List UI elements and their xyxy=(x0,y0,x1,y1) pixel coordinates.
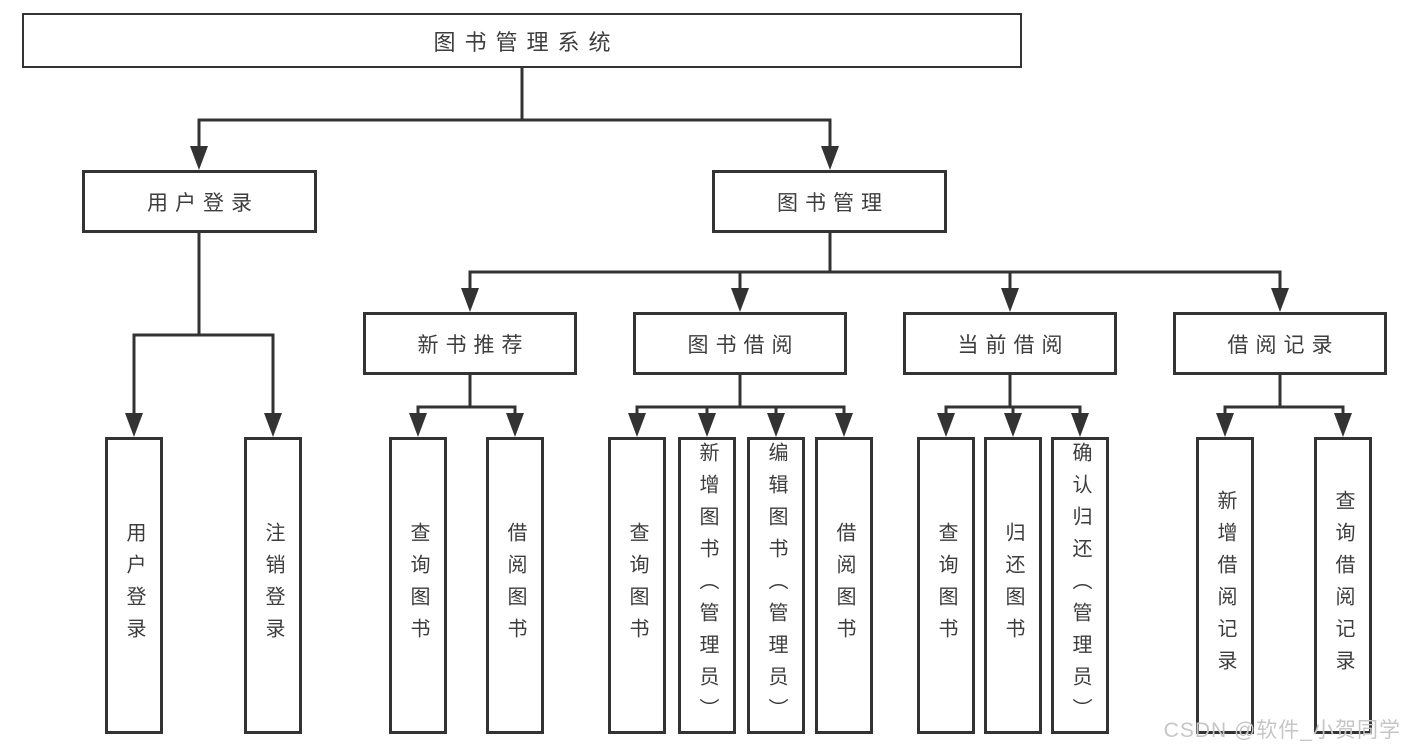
edge-userlogin-to-leaves xyxy=(132,231,275,419)
leaf-query-borrow-record-label: 查询借阅记录 xyxy=(1332,489,1354,682)
leaf-query-books-1-label: 查询图书 xyxy=(407,521,429,650)
node-current-borrowing: 当前借阅 xyxy=(903,312,1117,375)
csdn-watermark: CSDN @软件_小贺同学 xyxy=(1163,719,1401,742)
node-user-login: 用户登录 xyxy=(82,170,317,233)
arrowhead-icon xyxy=(767,413,785,437)
arrowhead-icon xyxy=(937,413,955,437)
edge-bookborrow-to-leaves xyxy=(635,373,846,419)
node-current-borrowing-label: 当前借阅 xyxy=(957,333,1070,357)
arrowheads xyxy=(125,146,1352,437)
arrowhead-icon xyxy=(835,413,853,437)
leaf-return-books-label: 归还图书 xyxy=(1002,521,1024,650)
edge-bookmgmt-to-level3 xyxy=(468,231,1282,294)
edge-borrowrecord-to-leaves xyxy=(1223,373,1345,419)
arrowhead-icon xyxy=(698,413,716,437)
node-root-label: 图书管理系统 xyxy=(433,29,620,55)
leaf-edit-books-admin: 编辑图书（管理员） xyxy=(747,437,805,734)
leaf-borrow-books-2-label: 借阅图书 xyxy=(833,521,855,650)
arrowhead-icon xyxy=(1271,288,1289,312)
leaf-logout: 注销登录 xyxy=(244,437,302,734)
leaf-query-books-2: 查询图书 xyxy=(608,437,666,734)
node-book-borrowing-label: 图书借阅 xyxy=(687,333,800,357)
arrowhead-icon xyxy=(125,413,143,437)
arrowhead-icon xyxy=(628,413,646,437)
edge-newbookrec-to-leaves xyxy=(416,373,517,419)
leaf-borrow-books-1: 借阅图书 xyxy=(486,437,544,734)
arrowhead-icon xyxy=(731,288,749,312)
arrowhead-icon xyxy=(821,146,839,170)
node-book-management: 图书管理 xyxy=(712,170,947,233)
leaf-borrow-books-1-label: 借阅图书 xyxy=(504,521,526,650)
leaf-user-login-label: 用户登录 xyxy=(123,521,145,650)
edge-currentborrow-to-leaves xyxy=(944,373,1082,419)
leaf-borrow-books-2: 借阅图书 xyxy=(815,437,873,734)
arrowhead-icon xyxy=(1071,413,1089,437)
node-borrowing-records: 借阅记录 xyxy=(1173,312,1387,375)
node-new-book-recommend: 新书推荐 xyxy=(363,312,577,375)
arrowhead-icon xyxy=(1334,413,1352,437)
leaf-query-books-3: 查询图书 xyxy=(917,437,975,734)
node-borrowing-records-label: 借阅记录 xyxy=(1227,333,1340,357)
edge-root-to-level2 xyxy=(197,66,832,152)
leaf-query-borrow-record: 查询借阅记录 xyxy=(1314,437,1372,734)
leaf-add-books-admin-label: 新增图书（管理员） xyxy=(696,441,718,730)
arrowhead-icon xyxy=(1001,288,1019,312)
arrowhead-icon xyxy=(264,413,282,437)
arrowhead-icon xyxy=(190,146,208,170)
leaf-return-books: 归还图书 xyxy=(984,437,1042,734)
leaf-add-books-admin: 新增图书（管理员） xyxy=(678,437,736,734)
arrowhead-icon xyxy=(409,413,427,437)
leaf-edit-books-admin-label: 编辑图书（管理员） xyxy=(765,441,787,730)
node-user-login-label: 用户登录 xyxy=(147,191,259,215)
arrowhead-icon xyxy=(506,413,524,437)
node-root: 图书管理系统 xyxy=(22,13,1022,68)
node-book-borrowing: 图书借阅 xyxy=(633,312,847,375)
leaf-confirm-return-admin-label: 确认归还（管理员） xyxy=(1069,441,1091,730)
arrowhead-icon xyxy=(1004,413,1022,437)
leaf-confirm-return-admin: 确认归还（管理员） xyxy=(1051,437,1109,734)
leaf-query-books-2-label: 查询图书 xyxy=(626,521,648,650)
leaf-query-books-3-label: 查询图书 xyxy=(935,521,957,650)
leaf-query-books-1: 查询图书 xyxy=(389,437,447,734)
leaf-add-borrow-record-label: 新增借阅记录 xyxy=(1214,489,1236,682)
leaf-add-borrow-record: 新增借阅记录 xyxy=(1196,437,1254,734)
node-book-management-label: 图书管理 xyxy=(777,191,889,215)
leaf-user-login: 用户登录 xyxy=(105,437,163,734)
arrowhead-icon xyxy=(461,288,479,312)
leaf-logout-label: 注销登录 xyxy=(262,521,284,650)
node-new-book-recommend-label: 新书推荐 xyxy=(417,333,530,357)
arrowhead-icon xyxy=(1216,413,1234,437)
